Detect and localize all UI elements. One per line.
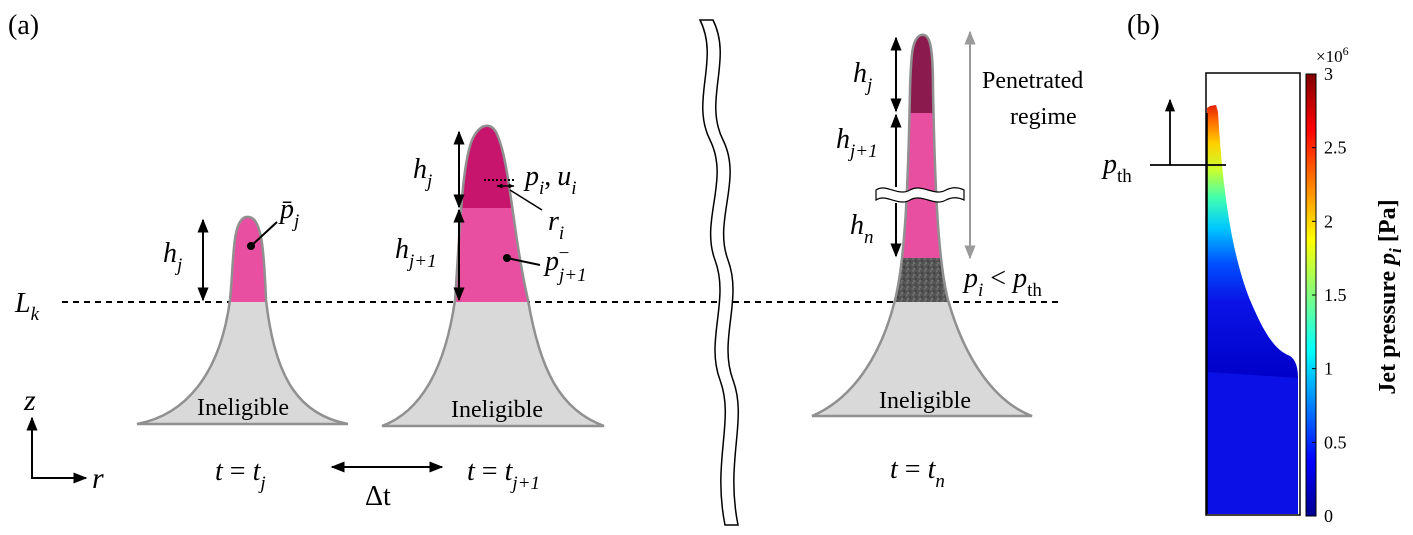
colorbar-tick-label: 1.5	[1324, 285, 1347, 305]
jet2-pointer	[506, 257, 541, 266]
jet1-pbar-label: p̄j	[278, 194, 299, 232]
r-label: r	[92, 462, 104, 495]
panel-a-label: (a)	[8, 10, 39, 41]
colorbar-tick-label: 0.5	[1324, 432, 1347, 452]
pth-label: pth	[1101, 149, 1132, 187]
jet2-ineligible-label: Ineligible	[451, 397, 543, 423]
t-n-label: t = tn	[890, 454, 945, 492]
colorbar-title: Jet pressurepi[Pa]	[1375, 199, 1405, 394]
jet2-piui-label: pi,ui	[523, 161, 577, 199]
colorbar-exponent: ×106	[1316, 44, 1349, 66]
jet3-break-mark	[875, 187, 965, 203]
jet2-pminus-label: pj+1−	[543, 243, 587, 286]
jet1-ineligible-label: Ineligible	[197, 395, 289, 421]
colorbar-tick-label: 3	[1324, 64, 1333, 84]
jet2-hj-label: hj	[413, 154, 432, 192]
jet3-hn-label: hn	[850, 210, 874, 248]
jet3-threshold-label: pi < pth	[962, 263, 1042, 301]
jet1-pointer	[250, 221, 278, 247]
penetrated-label-2: regime	[1010, 104, 1077, 130]
t-j-label: t = tj	[215, 456, 266, 494]
colorbar-tick-label: 1	[1324, 359, 1333, 379]
jet2-ri-pointer	[509, 189, 543, 211]
jet2-ri-label: ri	[548, 206, 564, 244]
penetrated-label-1: Penetrated	[982, 68, 1083, 94]
colorbar-tick-label: 2	[1324, 211, 1333, 231]
jet3-hj-label: hj	[853, 58, 872, 96]
colorbar-tick-label: 0	[1324, 506, 1333, 526]
jet3-hj1-label: hj+1	[836, 124, 878, 162]
z-label: z	[23, 384, 36, 417]
jet3-ineligible-label: Ineligible	[879, 388, 971, 414]
axis-break	[698, 19, 739, 526]
jet2-hj1-label: hj+1	[395, 234, 437, 272]
pressure-field-panel	[1205, 72, 1301, 516]
dt-label: Δt	[365, 481, 391, 512]
lk-label: Lk	[14, 288, 40, 325]
panel-b-label: (b)	[1127, 10, 1160, 41]
colorbar-ticks: 3 2.5 2 1.5 1 0.5 0	[1312, 64, 1347, 526]
t-j1-label: t = tj+1	[467, 456, 540, 494]
colorbar-tick-label: 2.5	[1324, 138, 1347, 158]
jet1-hj-label: hj	[163, 238, 182, 276]
